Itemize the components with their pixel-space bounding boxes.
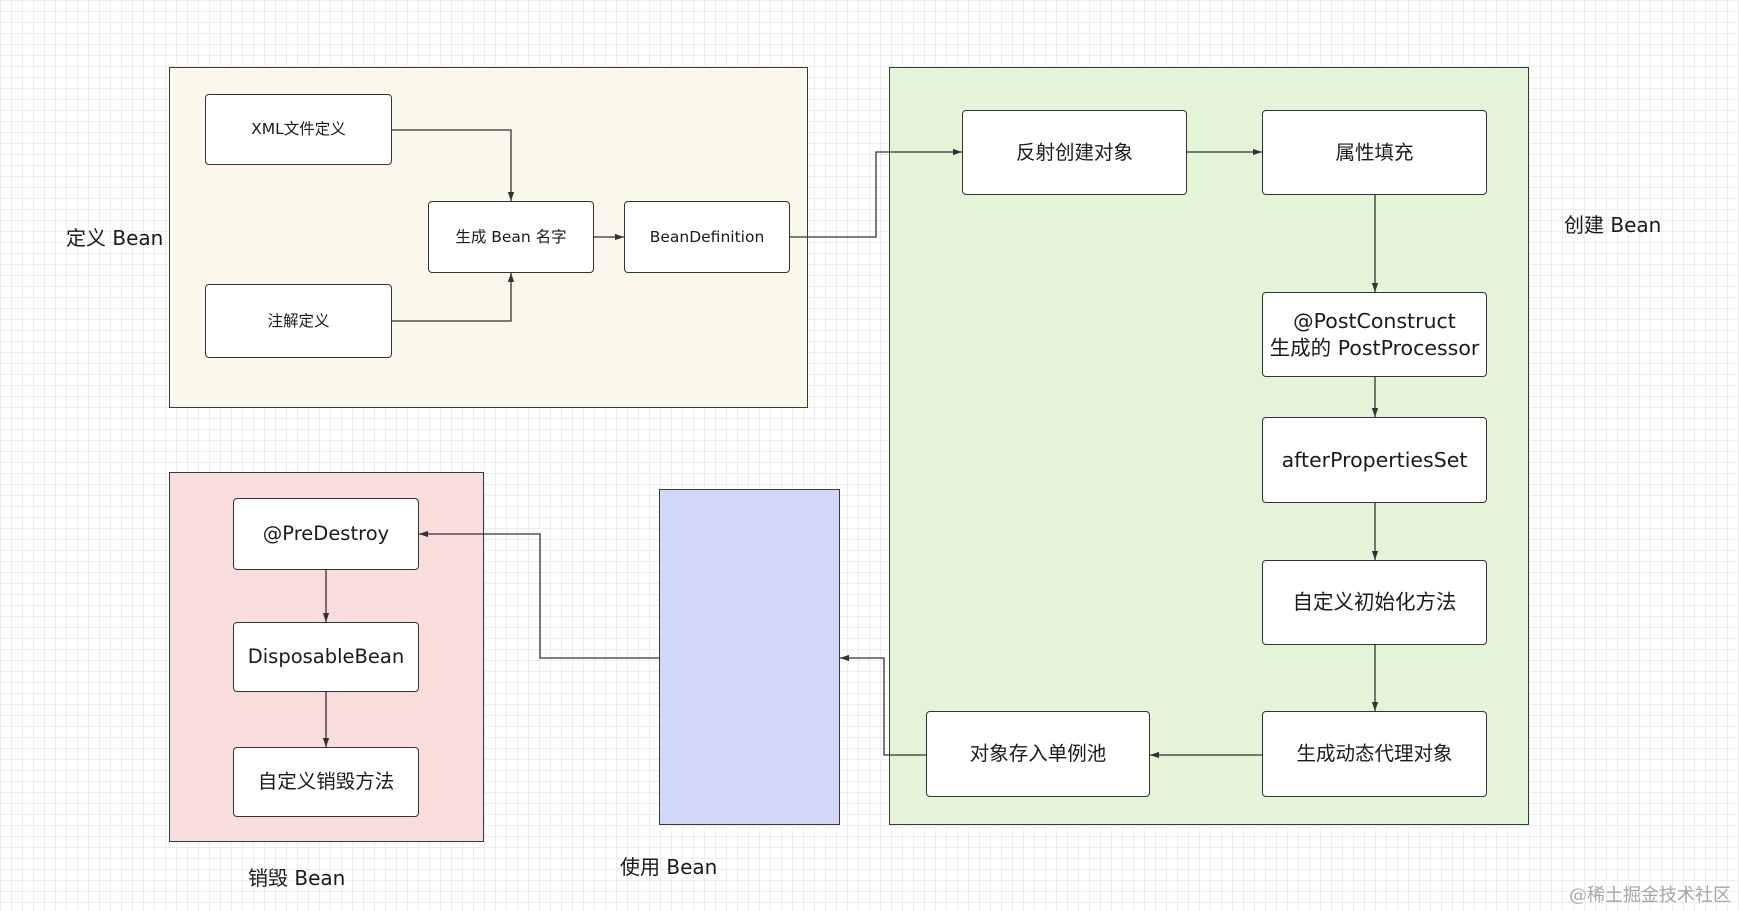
pre-destroy-text: @PreDestroy [262,522,390,546]
custom-init-method-node[interactable]: 自定义初始化方法 [1262,560,1487,645]
populate-properties-node[interactable]: 属性填充 [1262,110,1487,195]
generate-bean-name-node[interactable]: 生成 Bean 名字 [428,201,594,273]
generate-bean-name-text: 生成 Bean 名字 [455,227,567,246]
watermark: @稀土掘金技术社区 [1569,885,1731,906]
after-properties-set-text: afterPropertiesSet [1281,447,1468,472]
annotation-definition-text: 注解定义 [267,311,330,330]
custom-init-method-text: 自定义初始化方法 [1292,590,1457,615]
annotation-definition-node[interactable]: 注解定义 [205,284,392,358]
arrow-xml-to-name [392,129,515,201]
generate-proxy-text: 生成动态代理对象 [1296,742,1453,766]
reflect-create-object-text: 反射创建对象 [1015,140,1133,164]
after-properties-set-node[interactable]: afterPropertiesSet [1262,417,1487,503]
xml-definition-text: XML文件定义 [251,120,346,139]
use-bean-group [659,489,840,825]
store-singleton-pool-text: 对象存入单例池 [969,742,1107,766]
generate-proxy-node[interactable]: 生成动态代理对象 [1262,711,1487,797]
post-construct-text: @PostConstruct [1293,308,1456,333]
bean-definition-text: BeanDefinition [649,227,765,246]
custom-destroy-method-node[interactable]: 自定义销毁方法 [233,747,419,817]
arrow-use-to-predestroy [419,530,659,659]
define-bean-label: 定义 Bean [66,226,164,250]
arrow-singleton-to-use [840,654,926,756]
destroy-bean-label: 销毁 Bean [248,866,346,890]
disposable-bean-node[interactable]: DisposableBean [233,622,419,692]
xml-definition-node[interactable]: XML文件定义 [205,94,392,165]
bean-definition-node[interactable]: BeanDefinition [624,201,790,273]
post-processor-text: 生成的 PostProcessor [1269,335,1480,360]
populate-properties-text: 属性填充 [1335,140,1414,164]
use-bean-label: 使用 Bean [620,855,718,879]
create-bean-label: 创建 Bean [1564,213,1662,237]
arrow-annotation-to-name [392,273,515,322]
custom-destroy-method-text: 自定义销毁方法 [257,770,395,794]
reflect-create-object-node[interactable]: 反射创建对象 [962,110,1187,195]
post-construct-node[interactable]: @PostConstruct 生成的 PostProcessor [1262,292,1487,377]
store-singleton-pool-node[interactable]: 对象存入单例池 [926,711,1150,797]
pre-destroy-node[interactable]: @PreDestroy [233,498,419,570]
disposable-bean-text: DisposableBean [247,645,405,669]
arrow-definition-to-reflect [790,148,962,238]
